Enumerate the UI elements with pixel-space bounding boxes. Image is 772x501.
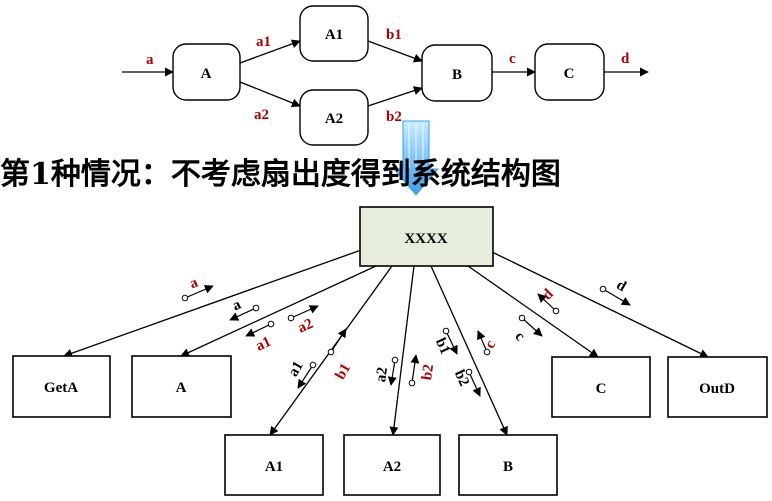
link-A2 <box>389 265 415 436</box>
flow-node-C-box <box>534 43 605 101</box>
module-GetA-box <box>12 355 111 418</box>
flow-node-A1-box <box>299 5 369 62</box>
flow-edge-b2-label: b2 <box>386 109 402 125</box>
top-module-box <box>359 206 494 267</box>
flow-edge-d-label: d <box>621 51 630 67</box>
module-A2-box <box>343 434 441 496</box>
link-getA <box>63 248 365 358</box>
link-C <box>467 265 599 358</box>
couple-OutD-d-label: d <box>614 277 630 295</box>
module-A1-box <box>224 434 324 496</box>
module-OutD-label: OutD <box>699 381 735 397</box>
flow-node-B-label: B <box>452 67 462 83</box>
link-A <box>180 265 377 357</box>
couple-A1-a1-label: a1 <box>285 359 306 380</box>
flow-edge-c-label: c <box>509 51 516 67</box>
link-A1 <box>269 265 393 436</box>
flow-node-A-label: A <box>201 66 212 82</box>
couple-B-b1-label: b1 <box>432 336 453 357</box>
couple-C-d-arrow <box>537 293 560 315</box>
module-A2-label: A2 <box>383 459 401 475</box>
couple-A1-b1-label: b1 <box>332 361 354 383</box>
module-C-box <box>551 356 651 418</box>
couple-C-c-arrow <box>518 314 543 337</box>
couple-C-d-label: d <box>540 286 558 304</box>
module-A-box <box>131 355 232 418</box>
flow-node-A1-label: A1 <box>325 27 343 43</box>
couple-A-a1-arrow <box>245 320 275 337</box>
module-A-label: A <box>176 380 187 396</box>
couple-A-a1-label: a1 <box>253 334 273 355</box>
couple-A2-b2-arrow <box>408 354 420 387</box>
couple-A2-b2-label: b2 <box>419 363 437 381</box>
couple-A-a2-arrow <box>287 305 319 322</box>
flow-node-B-box <box>421 44 493 102</box>
flow-edge-a2 <box>239 81 301 108</box>
couple-A-a-label: a <box>230 296 244 314</box>
flow-edge-b1-label: b1 <box>386 27 402 43</box>
flow-node-A-box <box>172 43 241 101</box>
flow-edge-a2-label: a2 <box>254 107 269 123</box>
couple-A-a2-label: a2 <box>295 316 315 337</box>
couple-B-b2-arrow <box>465 368 481 397</box>
couple-OutD-d-arrow <box>599 285 631 306</box>
couple-B-b1-arrow <box>442 327 458 355</box>
module-C-label: C <box>596 381 607 397</box>
data-flow-diagram: A A1 A2 B C a a1 a2 b1 b2 c d <box>122 5 649 146</box>
link-OutD <box>491 251 709 358</box>
couple-A-a-arrow <box>229 304 260 321</box>
module-A1-label: A1 <box>265 459 283 475</box>
top-module-label: XXXX <box>404 231 447 247</box>
flow-edge-b2 <box>367 86 423 107</box>
flow-edge-b1 <box>367 40 423 63</box>
couple-getA-a-label: a <box>187 274 200 292</box>
module-B-box <box>458 434 558 496</box>
structure-links <box>63 248 709 436</box>
couple-A1-b1-arrow <box>327 328 347 356</box>
section-heading: 第1种情况：不考虑扇出度得到系统结构图 <box>0 157 561 192</box>
module-GetA-label: GetA <box>44 380 78 396</box>
flow-node-C-label: C <box>564 66 575 82</box>
couple-C-c-label: c <box>512 329 528 345</box>
couple-A1-a1-arrow <box>297 361 317 389</box>
module-OutD-box <box>667 356 768 418</box>
couple-B-c-arrow <box>477 330 491 356</box>
link-B <box>430 265 508 436</box>
couple-B-b2-label: b2 <box>451 368 472 389</box>
structure-modules: XXXX GetA A A1 A2 B C OutD <box>12 206 768 496</box>
couple-A2-a2-label: a2 <box>373 366 391 383</box>
couple-getA-a-arrow <box>181 285 214 302</box>
module-B-label: B <box>503 459 513 475</box>
flow-node-A2-label: A2 <box>325 111 343 127</box>
flow-edge-a1-label: a1 <box>256 34 271 50</box>
transform-arrow-icon <box>392 120 440 196</box>
data-couple-labels: a a a1 a2 a1 b1 a2 b2 b1 b2 c d c d <box>187 274 629 388</box>
flow-edge-a1 <box>239 39 301 64</box>
couple-A2-a2-arrow <box>387 356 399 386</box>
data-couples <box>181 285 631 397</box>
flow-node-A2-box <box>299 89 369 146</box>
couple-B-c-label: c <box>482 338 499 351</box>
flow-edge-a-label: a <box>146 52 154 68</box>
